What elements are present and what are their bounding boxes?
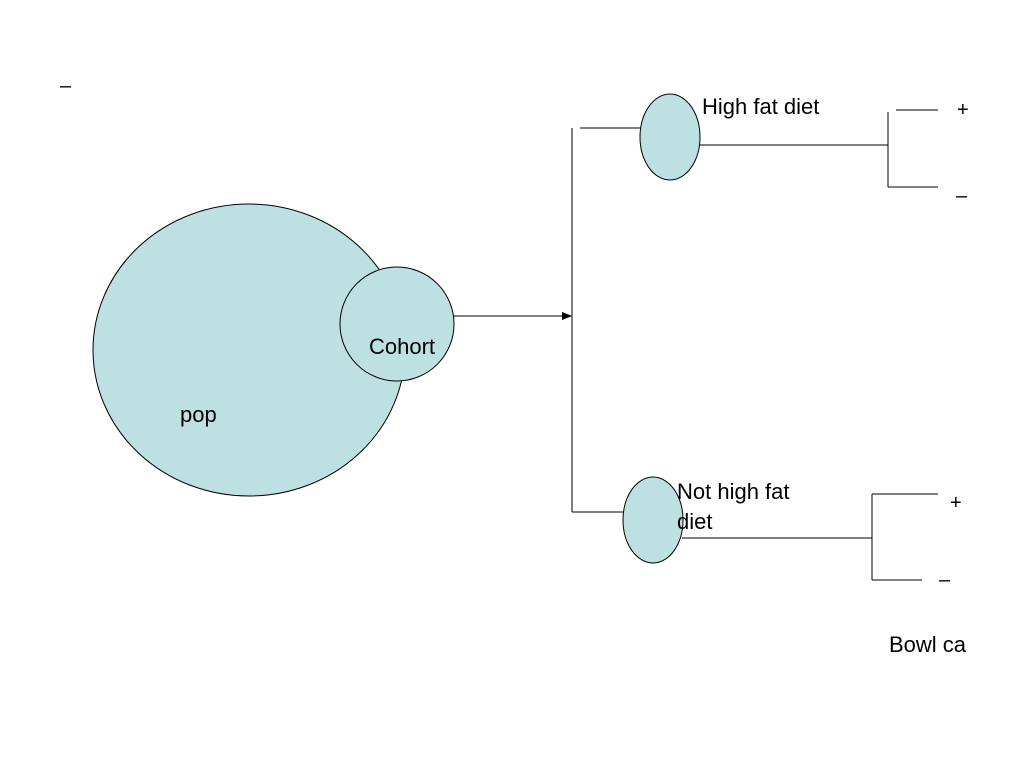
not-high-fat-diet-node [622,476,684,564]
high-fat-minus-sign: – [956,185,968,207]
not-high-fat-plus-sign: + [950,492,962,514]
corner-minus-sign: – [60,75,72,97]
outcome-label: Bowl ca [889,632,967,657]
population-label: pop [180,402,217,427]
high-fat-diet-label: High fat diet [702,94,819,119]
cohort-circle [339,266,455,382]
not-high-fat-diet-label-line2: diet [677,509,712,534]
high-fat-diet-node [639,93,701,181]
cohort-label: Cohort [369,334,435,359]
high-fat-plus-sign: + [957,99,969,121]
not-high-fat-diet-label-line1: Not high fat [677,479,790,504]
not-high-fat-minus-sign: – [939,569,951,591]
